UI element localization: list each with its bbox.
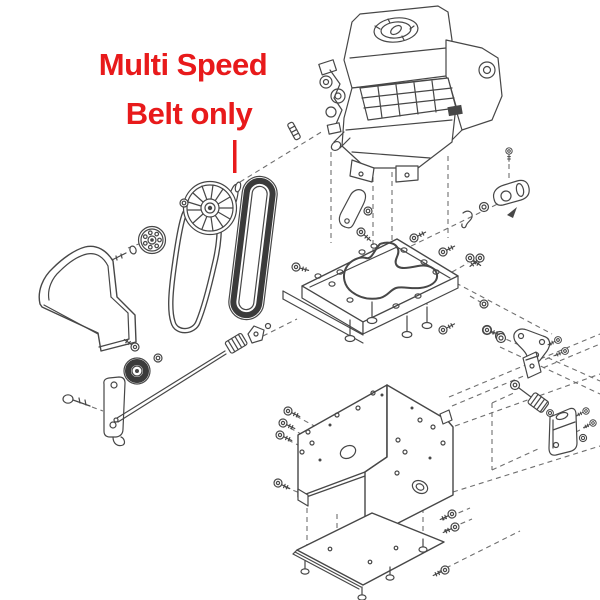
tension-spring	[224, 332, 248, 354]
multi-speed-belt	[228, 175, 278, 321]
plate-screw	[354, 225, 374, 245]
plate-screw	[436, 319, 457, 337]
roll-pin	[287, 121, 301, 141]
crankshaft-stub	[330, 131, 351, 152]
control-lever	[338, 189, 367, 229]
coil-spring	[527, 392, 550, 413]
plate-screw	[290, 261, 311, 275]
clevis	[247, 322, 272, 344]
plate-holes	[314, 243, 440, 309]
spring-bolt	[509, 379, 532, 398]
spacer-block	[522, 351, 542, 379]
frame-left-panel	[297, 384, 388, 507]
annotation-line2: Belt only	[126, 96, 254, 131]
engine-assembly	[318, 5, 503, 183]
belt-guard-cover	[38, 245, 137, 352]
washer	[495, 332, 507, 344]
fan-pulley	[182, 180, 242, 236]
cotter-pin	[461, 210, 473, 229]
tensioner-bracket	[548, 407, 578, 456]
screw	[574, 406, 591, 419]
bracket-bolt	[62, 394, 91, 407]
frame-bottom-plate	[292, 512, 445, 590]
idler-bracket	[103, 376, 126, 447]
tension-rod	[113, 350, 227, 423]
nut	[578, 433, 588, 443]
frame-screws-left	[272, 405, 303, 493]
annotation: Multi Speed Belt only	[99, 47, 268, 173]
engine-mount-plate	[282, 238, 459, 344]
idler-pulley	[123, 357, 151, 385]
annotation-line1: Multi Speed	[99, 47, 267, 82]
screw	[581, 418, 598, 431]
plate-screw	[408, 227, 428, 244]
lever-nut	[363, 206, 373, 216]
engine-model-label	[447, 104, 463, 117]
engine-base-feet	[349, 159, 419, 183]
screw	[553, 345, 571, 360]
nut	[479, 299, 489, 309]
pivot-clamp	[492, 179, 530, 206]
fan-pulley-nut	[179, 198, 189, 208]
idler-nut	[153, 353, 163, 363]
annotation-pointer-line	[233, 140, 237, 173]
clamp-screw	[505, 147, 513, 162]
plate-screw	[437, 241, 457, 258]
fuel-cap	[373, 17, 419, 43]
washer	[478, 201, 490, 213]
pointer-arrow	[507, 207, 517, 218]
carburetor-linkage	[318, 59, 346, 135]
engine-pulley	[137, 225, 167, 255]
